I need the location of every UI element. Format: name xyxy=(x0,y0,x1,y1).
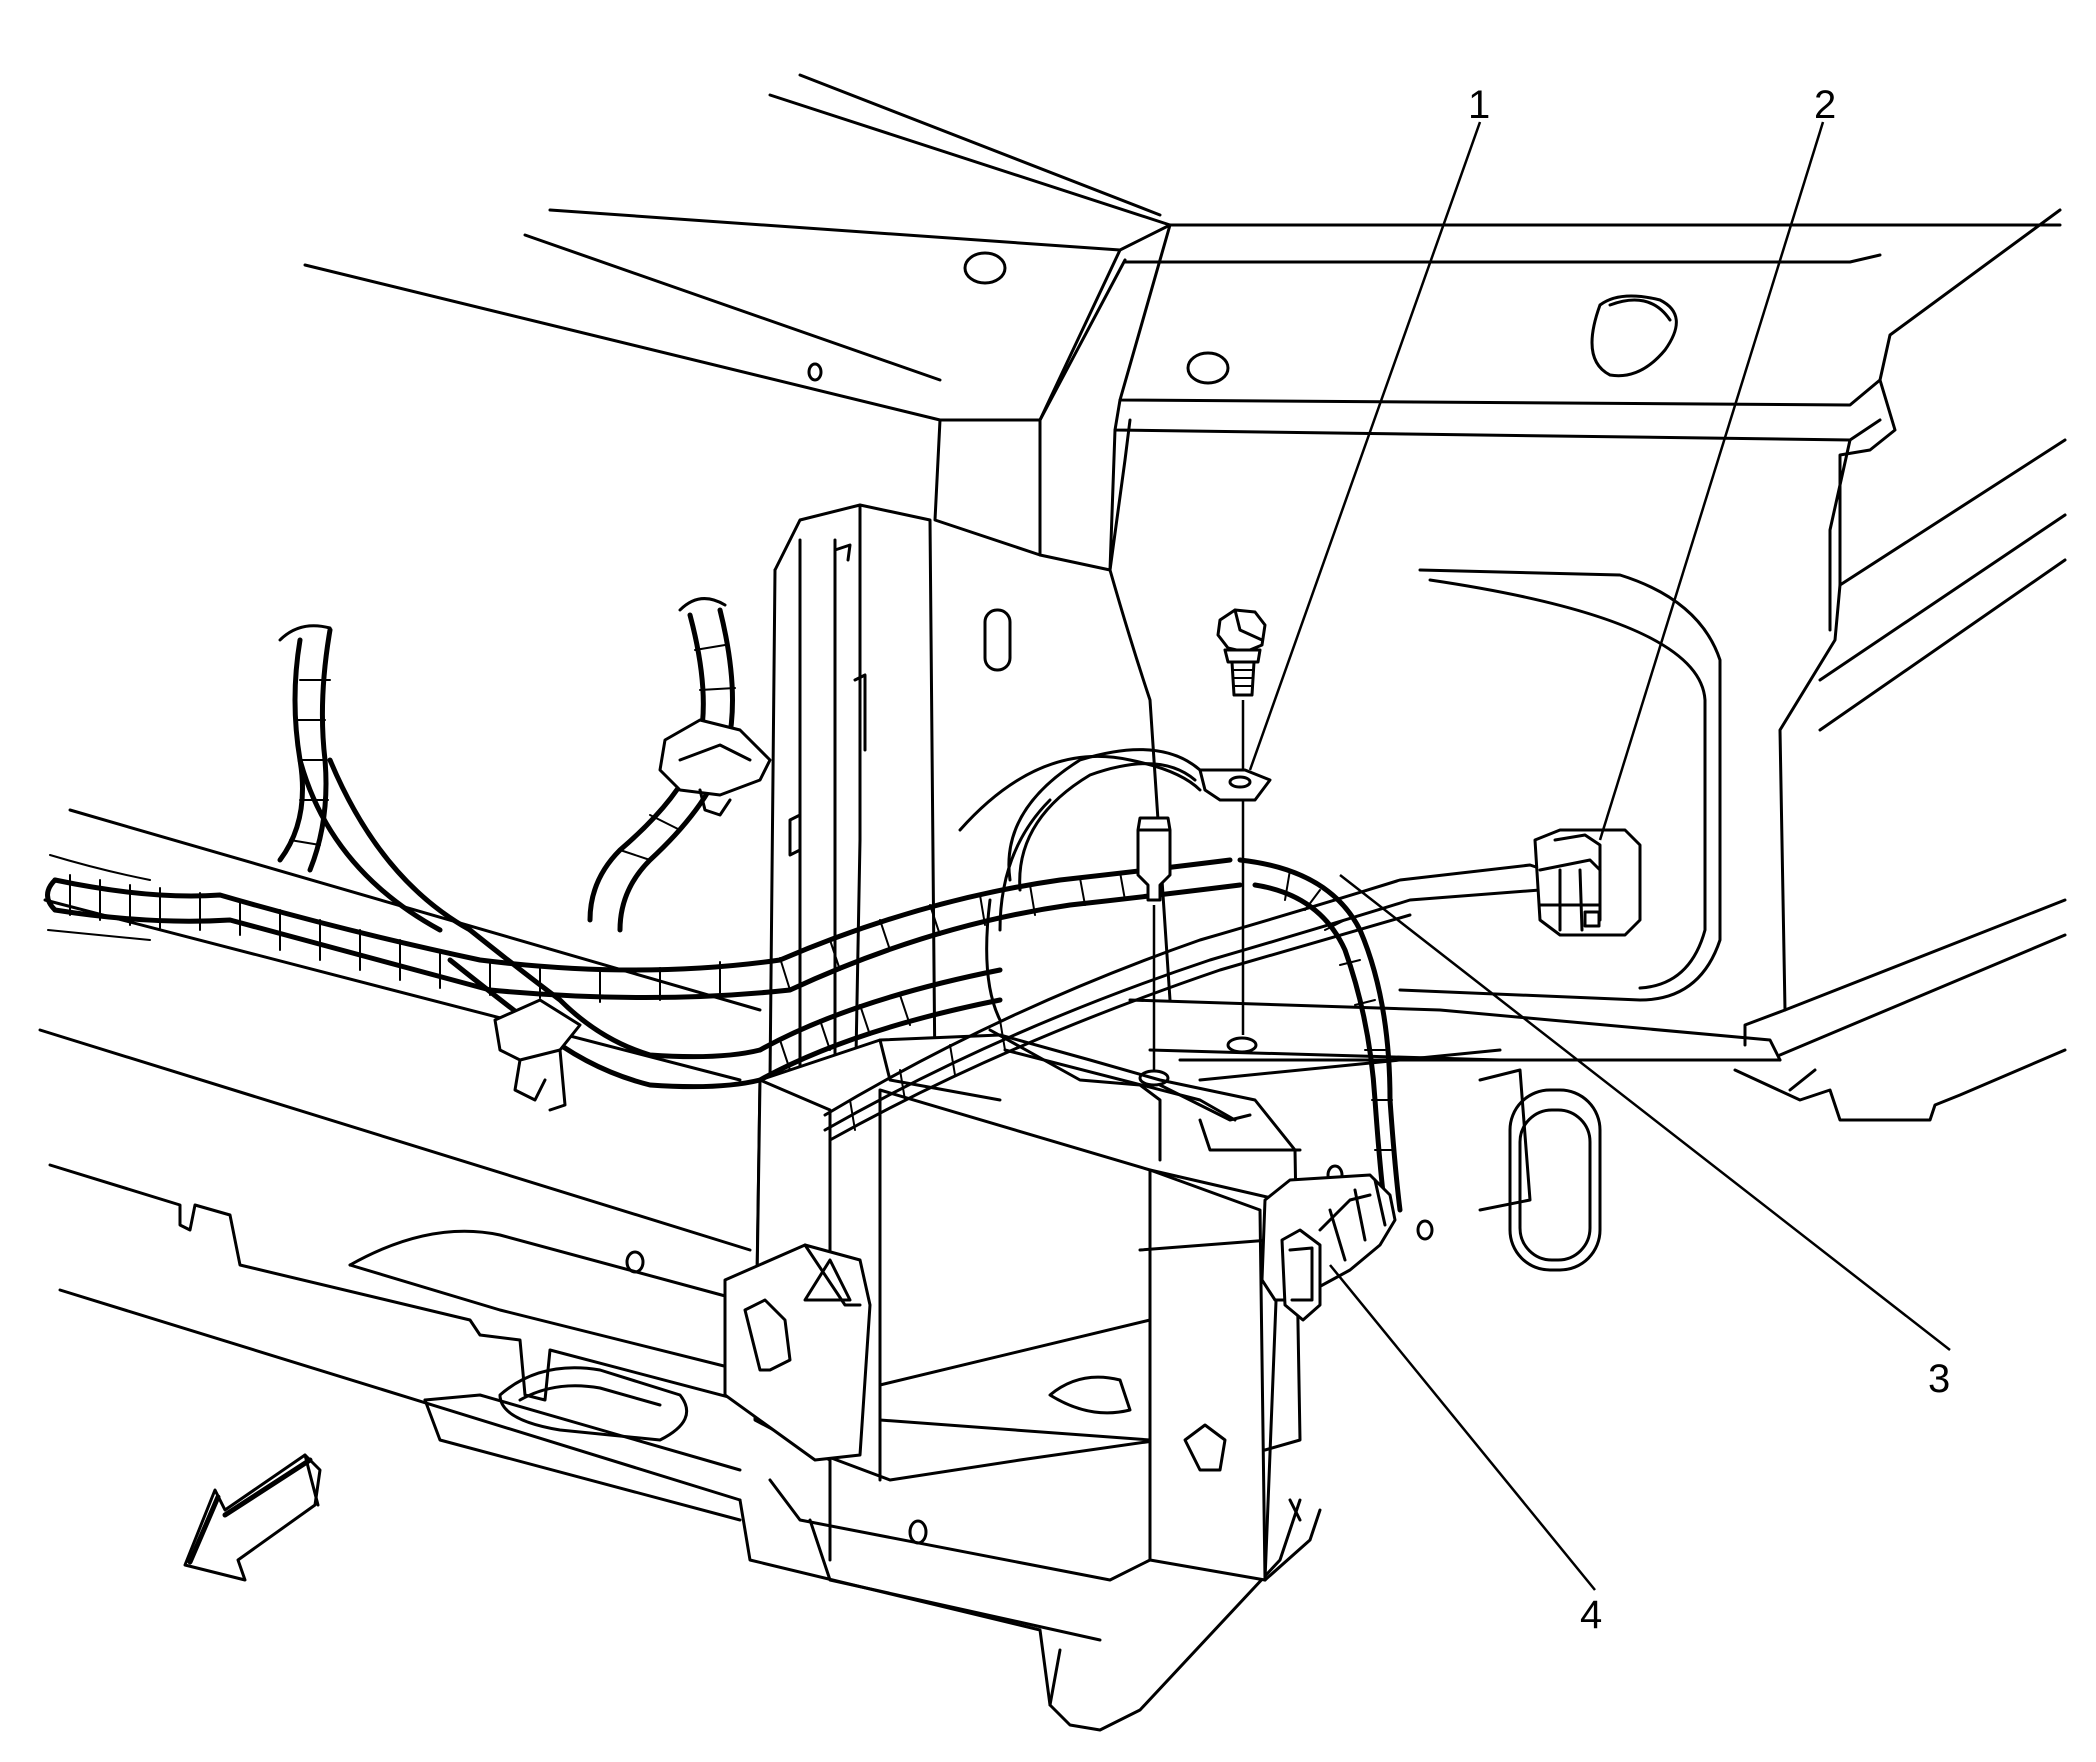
upper-body-panel xyxy=(303,73,2062,572)
bolt xyxy=(1216,608,1267,1054)
callout-3: 3 xyxy=(1928,1357,1950,1401)
module-bracket-assembly xyxy=(723,1028,1602,1642)
callout-2: 2 xyxy=(1814,83,1836,127)
wire-lead xyxy=(823,863,1547,1142)
front-direction-arrow-icon xyxy=(183,1453,322,1582)
module-connector xyxy=(1260,1173,1397,1322)
callout-labels: 1 2 3 4 xyxy=(1468,83,1950,1637)
fastener-stud xyxy=(1136,816,1172,1087)
harness-connector xyxy=(1533,828,1642,937)
inner-fender-cavity xyxy=(1108,568,1782,1082)
callout-1: 1 xyxy=(1468,83,1490,127)
callout-leaders xyxy=(1248,121,1951,1591)
callout-4: 4 xyxy=(1580,1593,1602,1637)
right-side-panel xyxy=(1733,378,2067,1122)
ground-wire-terminal xyxy=(985,748,1272,1022)
